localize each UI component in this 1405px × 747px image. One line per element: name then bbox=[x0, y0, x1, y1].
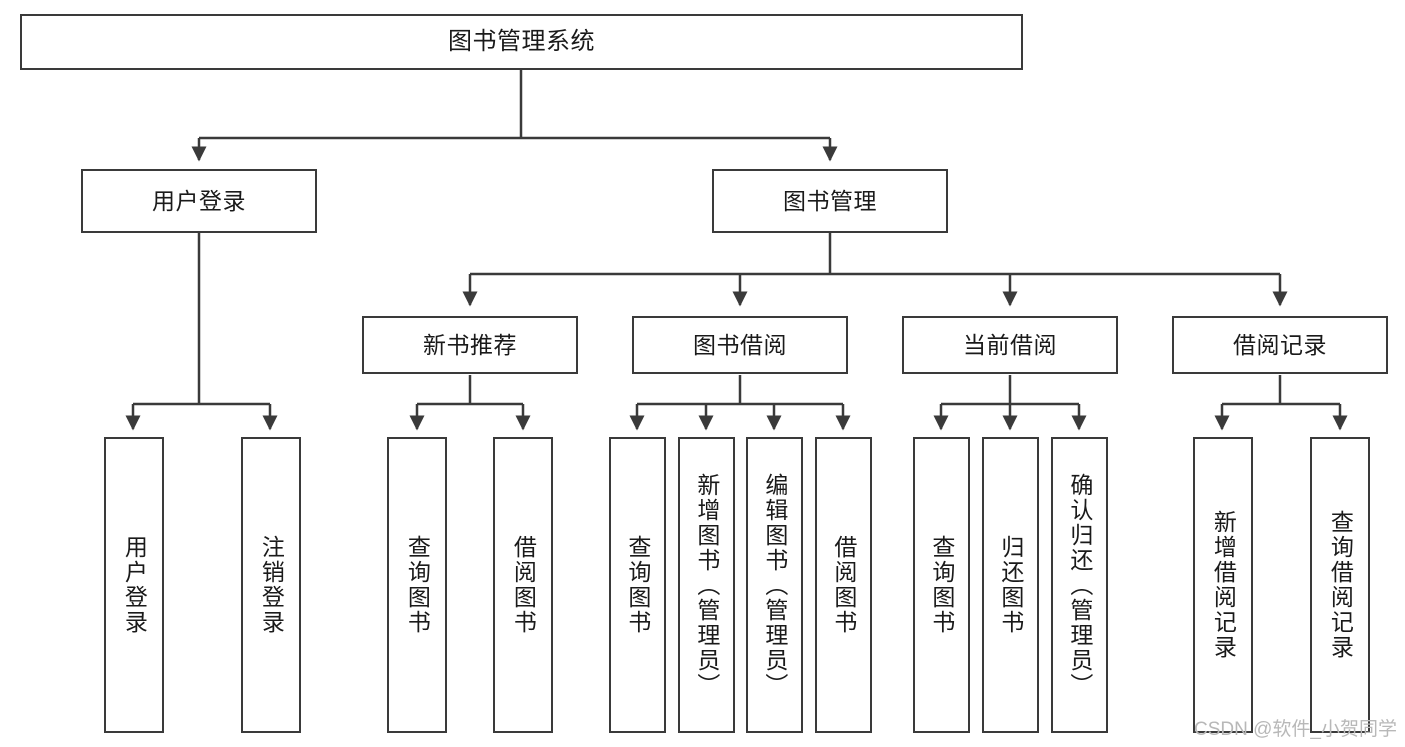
node-label: 当前借阅 bbox=[963, 331, 1057, 358]
leaf-query-book-2[interactable]: 查询图书 bbox=[609, 437, 666, 733]
leaf-borrow-book-2[interactable]: 借阅图书 bbox=[815, 437, 872, 733]
node-book-management[interactable]: 图书管理 bbox=[712, 169, 948, 233]
node-label: 查询图书 bbox=[928, 535, 955, 635]
node-book-borrow[interactable]: 图书借阅 bbox=[632, 316, 848, 374]
node-current-borrow[interactable]: 当前借阅 bbox=[902, 316, 1118, 374]
node-label: 查询图书 bbox=[404, 535, 431, 635]
leaf-logout-login[interactable]: 注销登录 bbox=[241, 437, 301, 733]
watermark-text: CSDN @软件_小贺同学 bbox=[1194, 719, 1397, 740]
leaf-query-book-1[interactable]: 查询图书 bbox=[387, 437, 447, 733]
node-label: 确认归还（管理员） bbox=[1066, 472, 1093, 698]
leaf-add-book[interactable]: 新增图书（管理员） bbox=[678, 437, 735, 733]
node-label: 借阅图书 bbox=[510, 535, 537, 635]
node-label: 借阅记录 bbox=[1233, 331, 1327, 358]
leaf-borrow-book-1[interactable]: 借阅图书 bbox=[493, 437, 553, 733]
leaf-add-record[interactable]: 新增借阅记录 bbox=[1193, 437, 1253, 733]
node-label: 归还图书 bbox=[997, 535, 1024, 635]
leaf-edit-book[interactable]: 编辑图书（管理员） bbox=[746, 437, 803, 733]
node-label: 图书管理系统 bbox=[448, 28, 595, 55]
node-label: 新书推荐 bbox=[423, 331, 517, 358]
node-label: 新增借阅记录 bbox=[1210, 510, 1237, 660]
node-label: 查询图书 bbox=[624, 535, 651, 635]
node-label: 借阅图书 bbox=[830, 535, 857, 635]
node-borrow-record[interactable]: 借阅记录 bbox=[1172, 316, 1388, 374]
node-label: 新增图书（管理员） bbox=[693, 472, 720, 698]
node-label: 编辑图书（管理员） bbox=[761, 472, 788, 698]
leaf-user-login[interactable]: 用户登录 bbox=[104, 437, 164, 733]
leaf-query-book-3[interactable]: 查询图书 bbox=[913, 437, 970, 733]
node-label: 图书管理 bbox=[783, 187, 877, 214]
node-label: 用户登录 bbox=[121, 535, 148, 635]
node-root-system[interactable]: 图书管理系统 bbox=[20, 14, 1023, 70]
node-label: 图书借阅 bbox=[693, 331, 787, 358]
leaf-confirm-return[interactable]: 确认归还（管理员） bbox=[1051, 437, 1108, 733]
leaf-return-book[interactable]: 归还图书 bbox=[982, 437, 1039, 733]
leaf-query-record[interactable]: 查询借阅记录 bbox=[1310, 437, 1370, 733]
node-label: 查询借阅记录 bbox=[1327, 510, 1354, 660]
node-label: 注销登录 bbox=[258, 535, 285, 635]
node-user-login[interactable]: 用户登录 bbox=[81, 169, 317, 233]
node-new-book-recommend[interactable]: 新书推荐 bbox=[362, 316, 578, 374]
node-label: 用户登录 bbox=[152, 187, 246, 214]
